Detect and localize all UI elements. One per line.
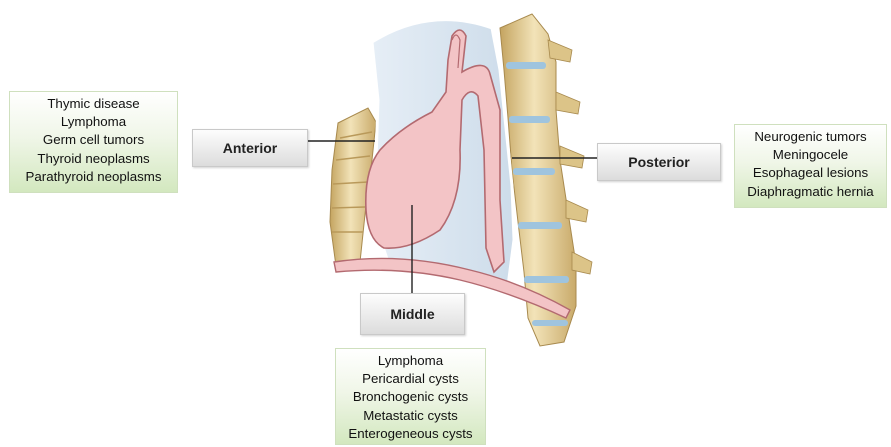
posterior-label: Posterior [597,143,721,181]
middle-label: Middle [360,293,465,335]
disease-item: Pericardial cysts [336,370,485,388]
middle-disease-list: Lymphoma Pericardial cysts Bronchogenic … [335,348,486,445]
disease-item: Lymphoma [10,113,177,131]
disease-item: Meningocele [735,146,886,164]
disease-item: Germ cell tumors [10,131,177,149]
disease-item: Bronchogenic cysts [336,388,485,406]
disease-item: Enterogeneous cysts [336,425,485,443]
disease-item: Thyroid neoplasms [10,150,177,168]
disease-item: Metastatic cysts [336,407,485,425]
anterior-label: Anterior [192,129,308,167]
disease-item: Thymic disease [10,95,177,113]
disease-item: Neurogenic tumors [735,128,886,146]
disease-item: Esophageal lesions [735,164,886,182]
disease-item: Lymphoma [336,352,485,370]
disease-item: Parathyroid neoplasms [10,168,177,186]
disease-item: Diaphragmatic hernia [735,183,886,201]
posterior-disease-list: Neurogenic tumors Meningocele Esophageal… [734,124,887,208]
anterior-disease-list: Thymic disease Lymphoma Germ cell tumors… [9,91,178,193]
